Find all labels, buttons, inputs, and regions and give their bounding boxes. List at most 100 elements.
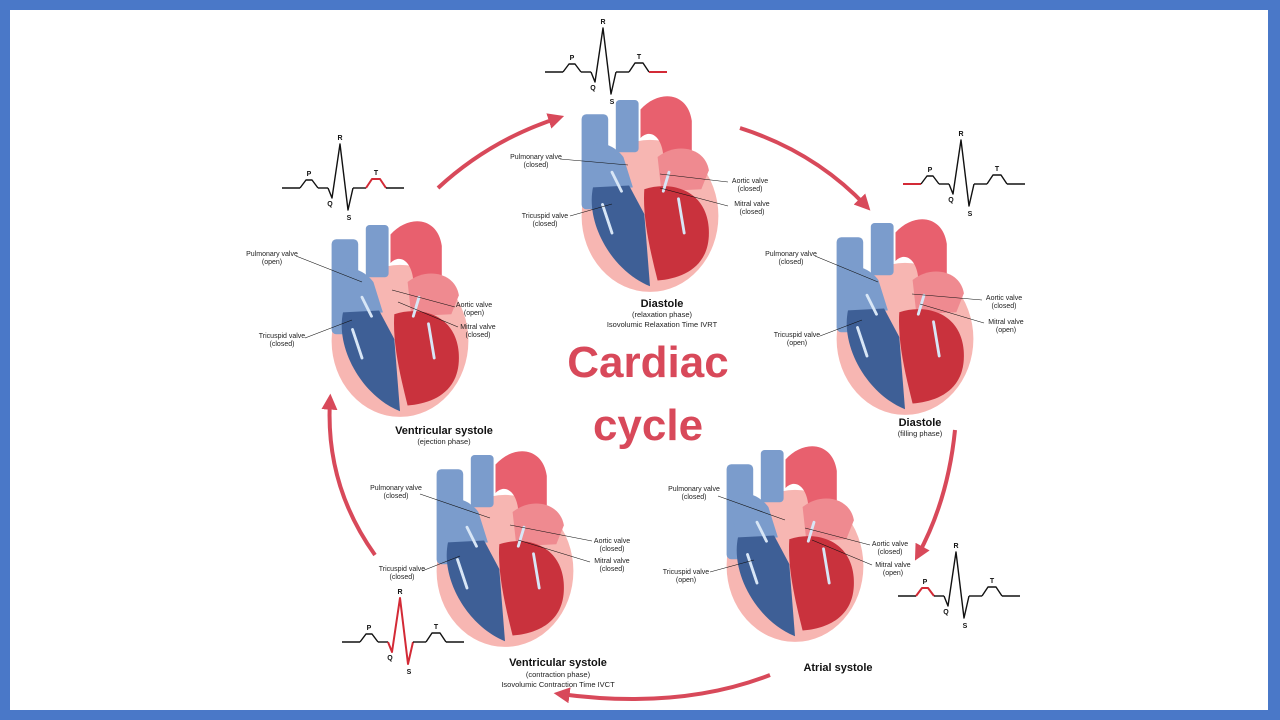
stage-title: Ventricular systole bbox=[509, 657, 607, 669]
ecg-trace: P Q R S T bbox=[282, 135, 404, 222]
svg-text:Tricuspid valve: Tricuspid valve bbox=[774, 332, 821, 339]
ecg-segment-t bbox=[365, 178, 387, 189]
ecg-label-q: Q bbox=[387, 655, 393, 662]
svg-text:(closed): (closed) bbox=[466, 332, 491, 339]
svg-text:(closed): (closed) bbox=[738, 186, 763, 193]
valve-label-tricuspid: Tricuspid valve (open) bbox=[663, 559, 755, 584]
svg-text:Pulmonary valve: Pulmonary valve bbox=[668, 486, 720, 493]
stage-title: Ventricular systole bbox=[395, 425, 493, 437]
heart-illustration bbox=[835, 217, 975, 417]
svg-text:(open): (open) bbox=[883, 570, 903, 577]
ecg-segment-qrs bbox=[948, 139, 975, 207]
svg-text:Pulmonary valve: Pulmonary valve bbox=[246, 251, 298, 258]
ecg-label-s: S bbox=[407, 669, 412, 676]
ecg-label-q: Q bbox=[327, 201, 333, 208]
ecg-label-r: R bbox=[397, 589, 402, 596]
ecg-segment-p bbox=[915, 587, 935, 597]
ecg-label-p: P bbox=[307, 171, 312, 178]
valve-label-mitral: Mitral valve (open) bbox=[919, 303, 1024, 334]
ecg-segment-t bbox=[981, 586, 1003, 597]
svg-text:(closed): (closed) bbox=[682, 494, 707, 501]
svg-text:Mitral valve: Mitral valve bbox=[460, 324, 496, 331]
ecg-label-t: T bbox=[374, 170, 379, 177]
ecg-segment-t bbox=[986, 174, 1008, 185]
svg-text:Mitral valve: Mitral valve bbox=[734, 201, 770, 208]
ecg-segment-qrs bbox=[943, 551, 970, 619]
stage-title: Atrial systole bbox=[803, 662, 872, 674]
ecg-label-r: R bbox=[958, 131, 963, 138]
ecg-label-s: S bbox=[347, 215, 352, 222]
svg-text:Mitral valve: Mitral valve bbox=[875, 562, 911, 569]
ecg-label-q: Q bbox=[590, 85, 596, 92]
valve-label-tricuspid: Tricuspid valve (open) bbox=[774, 319, 863, 347]
svg-text:(closed): (closed) bbox=[600, 566, 625, 573]
svg-text:Aortic valve: Aortic valve bbox=[594, 538, 630, 545]
cycle-arrow-fill-to-atrial bbox=[914, 429, 957, 561]
stage-subtitle: (contraction phase) bbox=[526, 670, 591, 679]
stage-subtitle: (filling phase) bbox=[898, 429, 943, 438]
ecg-label-t: T bbox=[995, 166, 1000, 173]
ecg-label-r: R bbox=[953, 543, 958, 550]
svg-text:(closed): (closed) bbox=[533, 221, 558, 228]
ecg-label-t: T bbox=[434, 624, 439, 631]
svg-text:Pulmonary valve: Pulmonary valve bbox=[510, 154, 562, 161]
svg-text:Tricuspid valve: Tricuspid valve bbox=[663, 569, 710, 576]
svg-text:(open): (open) bbox=[996, 327, 1016, 334]
svg-text:Mitral valve: Mitral valve bbox=[988, 319, 1024, 326]
stage-eject: P Q R S T Pulmonary valve (open) Aortic valv… bbox=[246, 135, 496, 446]
ecg-segment-qrs bbox=[387, 597, 414, 665]
valve-label-aortic: Aortic valve (closed) bbox=[911, 293, 1022, 310]
valve-label-pulmonary: Pulmonary valve (open) bbox=[246, 251, 363, 283]
ecg-label-r: R bbox=[337, 135, 342, 142]
valve-label-pulmonary: Pulmonary valve (closed) bbox=[370, 485, 491, 519]
svg-text:(open): (open) bbox=[676, 577, 696, 584]
heart-illustration bbox=[580, 94, 720, 294]
center-title-line2: cycle bbox=[593, 401, 703, 450]
svg-text:Aortic valve: Aortic valve bbox=[986, 295, 1022, 302]
svg-text:(closed): (closed) bbox=[992, 303, 1017, 310]
svg-text:Tricuspid valve: Tricuspid valve bbox=[522, 213, 569, 220]
valve-label-mitral: Mitral valve (closed) bbox=[659, 187, 770, 216]
svg-text:Aortic valve: Aortic valve bbox=[456, 302, 492, 309]
ecg-label-p: P bbox=[570, 55, 575, 62]
valve-label-pulmonary: Pulmonary valve (closed) bbox=[668, 486, 786, 521]
ecg-label-p: P bbox=[928, 167, 933, 174]
svg-text:Pulmonary valve: Pulmonary valve bbox=[765, 251, 817, 258]
svg-text:Tricuspid valve: Tricuspid valve bbox=[259, 333, 306, 340]
ecg-segment-p bbox=[359, 633, 379, 643]
cycle-arrow-eject-to-relax bbox=[436, 113, 565, 190]
svg-text:Pulmonary valve: Pulmonary valve bbox=[370, 485, 422, 492]
valve-label-aortic: Aortic valve (open) bbox=[391, 289, 492, 317]
ecg-segment-p bbox=[299, 179, 319, 189]
stage-note: Isovolumic Relaxation Time IVRT bbox=[607, 320, 718, 329]
svg-text:Aortic valve: Aortic valve bbox=[872, 541, 908, 548]
svg-text:(closed): (closed) bbox=[878, 549, 903, 556]
valve-label-mitral: Mitral valve (closed) bbox=[397, 301, 496, 339]
slide-frame bbox=[10, 10, 1268, 710]
ecg-label-q: Q bbox=[943, 609, 949, 616]
valve-label-pulmonary: Pulmonary valve (closed) bbox=[765, 251, 879, 283]
ecg-label-q: Q bbox=[948, 197, 954, 204]
cycle-arrow-contract-to-eject bbox=[321, 393, 377, 557]
ecg-label-r: R bbox=[600, 19, 605, 26]
svg-text:(open): (open) bbox=[262, 259, 282, 266]
valve-label-aortic: Aortic valve (closed) bbox=[804, 527, 908, 556]
cycle-arrow-atrial-to-contract bbox=[553, 673, 771, 704]
svg-text:(closed): (closed) bbox=[524, 162, 549, 169]
valve-label-mitral: Mitral valve (closed) bbox=[517, 539, 630, 573]
ecg-segment-t bbox=[628, 62, 650, 73]
heart-illustration bbox=[435, 449, 575, 649]
valve-label-aortic: Aortic valve (closed) bbox=[509, 524, 630, 553]
stage-title: Diastole bbox=[641, 298, 684, 310]
valve-label-aortic: Aortic valve (closed) bbox=[659, 173, 768, 193]
ecg-label-s: S bbox=[610, 99, 615, 106]
ecg-label-t: T bbox=[990, 578, 995, 585]
svg-text:(closed): (closed) bbox=[600, 546, 625, 553]
valve-label-tricuspid: Tricuspid valve (closed) bbox=[379, 555, 461, 581]
